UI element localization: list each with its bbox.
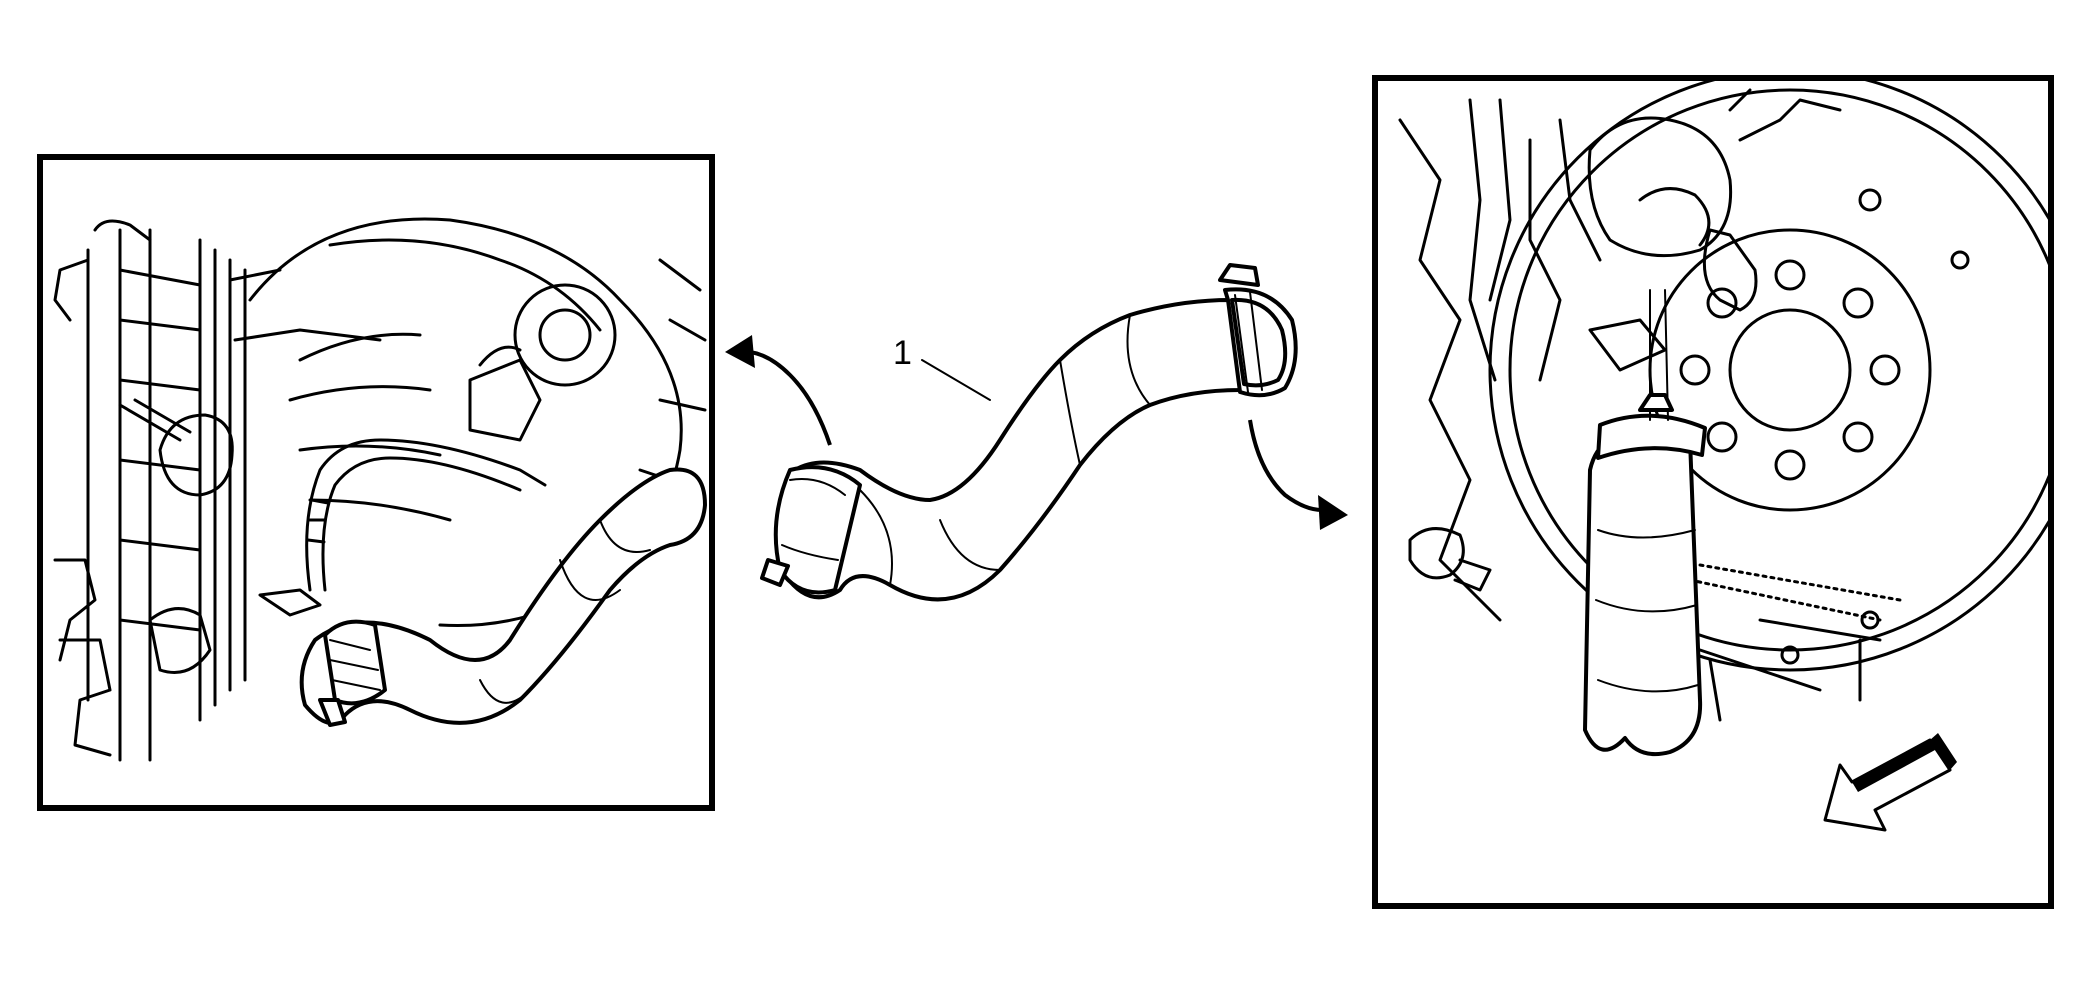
right-detail-panel <box>1372 75 2054 909</box>
right-curved-arrow-icon <box>1248 419 1348 530</box>
cooling-fan <box>228 217 707 628</box>
flywheel <box>1488 81 2048 672</box>
wiring-harness <box>258 438 547 617</box>
callout-number: 1 <box>893 334 912 372</box>
radiator-core <box>53 219 247 762</box>
left-detail-panel <box>37 154 715 811</box>
installed-radiator-hose <box>299 467 707 727</box>
engine-block <box>1398 88 1882 722</box>
installed-outlet-hose <box>1583 289 1707 757</box>
radiator-outlet-hose <box>760 263 1298 602</box>
forward-direction-arrow-icon <box>1823 733 1957 832</box>
left-curved-arrow-icon <box>725 335 832 446</box>
